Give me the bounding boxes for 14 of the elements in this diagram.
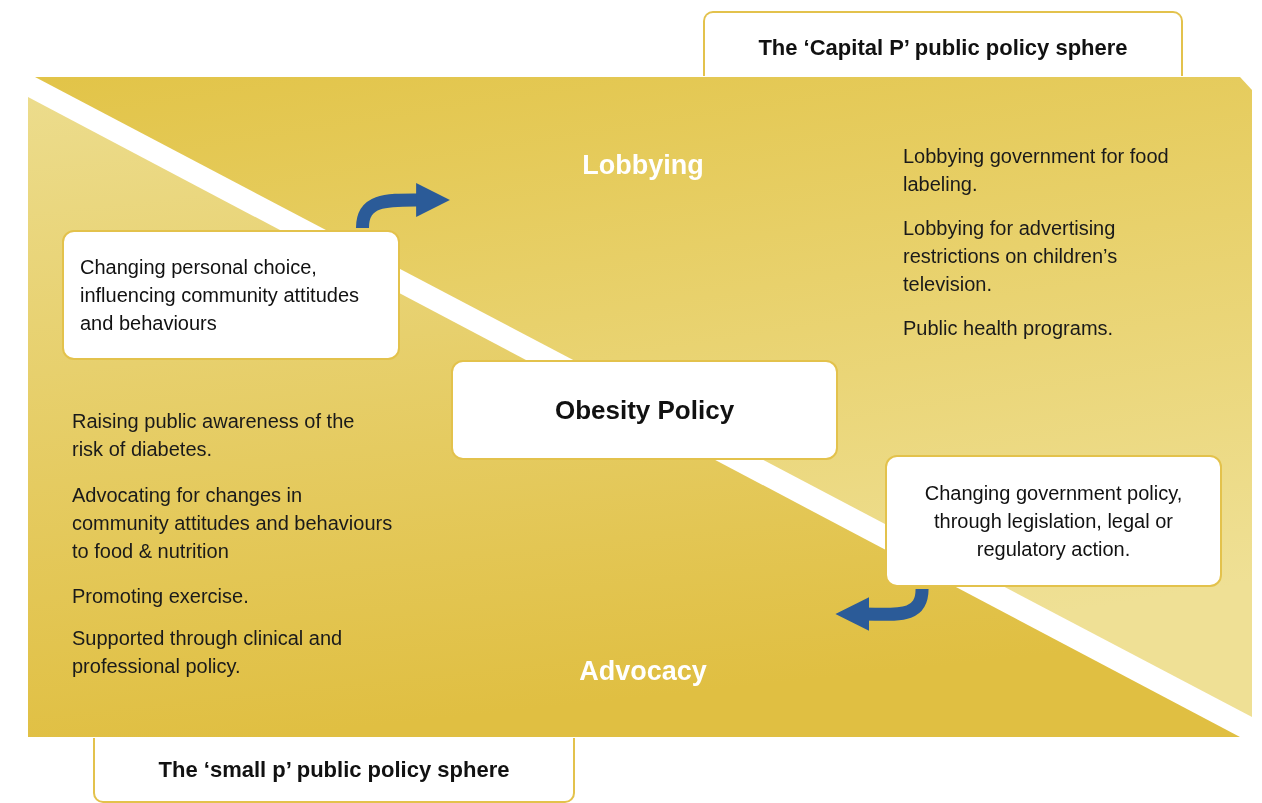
tab-label: The ‘Capital P’ public policy sphere [703, 11, 1183, 76]
bullet-text: Advocating for changes in community attitudes and behaviours to food & nutrition [72, 483, 394, 564]
bullet-text: Supported through clinical and professional policy. [72, 626, 344, 679]
sphere-heading: Advocacy [578, 655, 708, 688]
bullet-text: Lobbying for advertising restrictions on children’s television. [903, 216, 1119, 297]
sphere-heading: Lobbying [581, 149, 705, 182]
bullet-text: Raising public awareness of the risk of diabetes. [72, 409, 356, 462]
process-box: Obesity Policy [451, 360, 838, 460]
curved-arrow [835, 588, 929, 632]
curved-arrow [356, 183, 450, 229]
tab-label: The ‘small p’ public policy sphere [93, 738, 575, 803]
bullet-text: Lobbying government for food labeling. [903, 144, 1170, 197]
bullet-text: Promoting exercise. [72, 584, 250, 609]
bullet-text: Public health programs. [903, 316, 1115, 341]
